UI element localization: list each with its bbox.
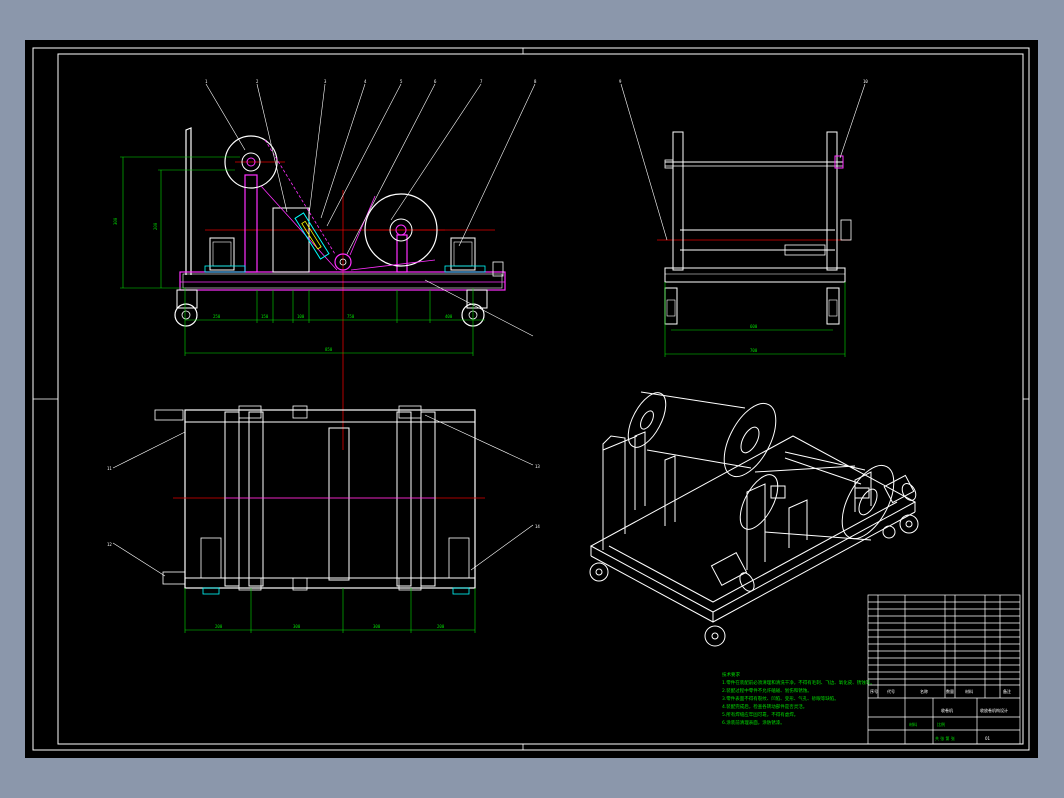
dim-side-2: 700 <box>750 348 758 353</box>
header-col-5: 材料 <box>965 688 973 694</box>
side-view-text: 9 10 600 700 <box>619 79 868 353</box>
cad-drawing: 1 2 3 4 5 6 7 8 300 200 250 150 100 750 … <box>32 47 1030 751</box>
note-2: 2.装配过程中零件不允许磕碰、划伤和锈蚀。 <box>722 687 812 694</box>
outer-border <box>32 47 1030 751</box>
header-col-3: 名称 <box>920 688 928 694</box>
balloon-5: 5 <box>400 79 403 84</box>
top-view <box>112 405 534 633</box>
balloon-9: 9 <box>619 79 622 84</box>
technical-notes: 技术要求 1.零件在装配前必须清理和清洗干净，不得有毛刺、飞边、氧化皮、锈蚀等。… <box>722 671 875 726</box>
dim-top-2: 300 <box>293 624 301 629</box>
header-col-6: 备注 <box>1003 688 1011 694</box>
top-view-text: 11 12 13 14 200 300 300 200 <box>107 464 540 629</box>
title-block-text: 序号 代号 名称 数量 材料 备注 收卷机 收放卷机构设计 比例 材料 共 张 … <box>870 688 1011 741</box>
dim-5: 400 <box>445 314 453 319</box>
header-col-4: 数量 <box>946 688 954 694</box>
isometric-view <box>589 391 919 647</box>
front-view <box>120 83 536 450</box>
dim-top-4: 200 <box>437 624 445 629</box>
front-dimension-text: 300 200 250 150 100 750 400 850 <box>113 217 453 352</box>
balloon-14: 14 <box>535 524 540 529</box>
drawing-number: 01 <box>985 736 991 741</box>
dim-overall: 850 <box>325 347 333 352</box>
side-view <box>620 83 866 357</box>
note-3: 3.零件表面不得有裂纹、凹陷、变形、气孔、砂眼等缺陷。 <box>722 695 839 702</box>
notes-title: 技术要求 <box>722 671 740 678</box>
balloon-2: 2 <box>256 79 259 84</box>
balloon-3: 3 <box>324 79 327 84</box>
dim-top-1: 200 <box>215 624 223 629</box>
dim-3: 100 <box>297 314 305 319</box>
scale-label: 比例 <box>937 721 945 727</box>
balloon-1: 1 <box>205 79 208 84</box>
sheet-label: 共 张 第 张 <box>935 735 955 741</box>
material-label: 材料 <box>909 721 917 727</box>
note-4: 4.装配完成后，检查各转动部件是否灵活。 <box>722 703 807 710</box>
dim-2: 150 <box>261 314 269 319</box>
dim-1: 250 <box>213 314 221 319</box>
cad-viewport[interactable]: 1 2 3 4 5 6 7 8 300 200 250 150 100 750 … <box>25 40 1038 758</box>
balloon-10: 10 <box>863 79 868 84</box>
drawing-name: 收卷机 <box>941 707 953 713</box>
balloon-12: 12 <box>107 542 112 547</box>
balloon-4: 4 <box>364 79 367 84</box>
centering-marks <box>33 48 1029 750</box>
note-1: 1.零件在装配前必须清理和清洗干净，不得有毛刺、飞边、氧化皮、锈蚀等。 <box>722 679 875 686</box>
balloon-7: 7 <box>480 79 483 84</box>
title-right: 收放卷机构设计 <box>980 707 1008 713</box>
dim-top-3: 300 <box>373 624 381 629</box>
balloon-13: 13 <box>535 464 540 469</box>
dim-4: 750 <box>347 314 355 319</box>
balloon-11: 11 <box>107 466 112 471</box>
dim-height-1: 300 <box>113 217 118 225</box>
front-balloons: 1 2 3 4 5 6 7 8 <box>205 79 537 84</box>
header-col-1: 序号 <box>870 688 878 694</box>
balloon-8: 8 <box>534 79 537 84</box>
note-6: 6.涂装前清理表面，涂防锈漆。 <box>722 719 785 726</box>
dim-side-1: 600 <box>750 324 758 329</box>
balloon-6: 6 <box>434 79 437 84</box>
header-col-2: 代号 <box>887 688 895 694</box>
note-5: 5.所有焊缝应牢固可靠，不得有虚焊。 <box>722 711 798 718</box>
title-block <box>867 594 1021 745</box>
dim-height-2: 200 <box>153 222 158 230</box>
